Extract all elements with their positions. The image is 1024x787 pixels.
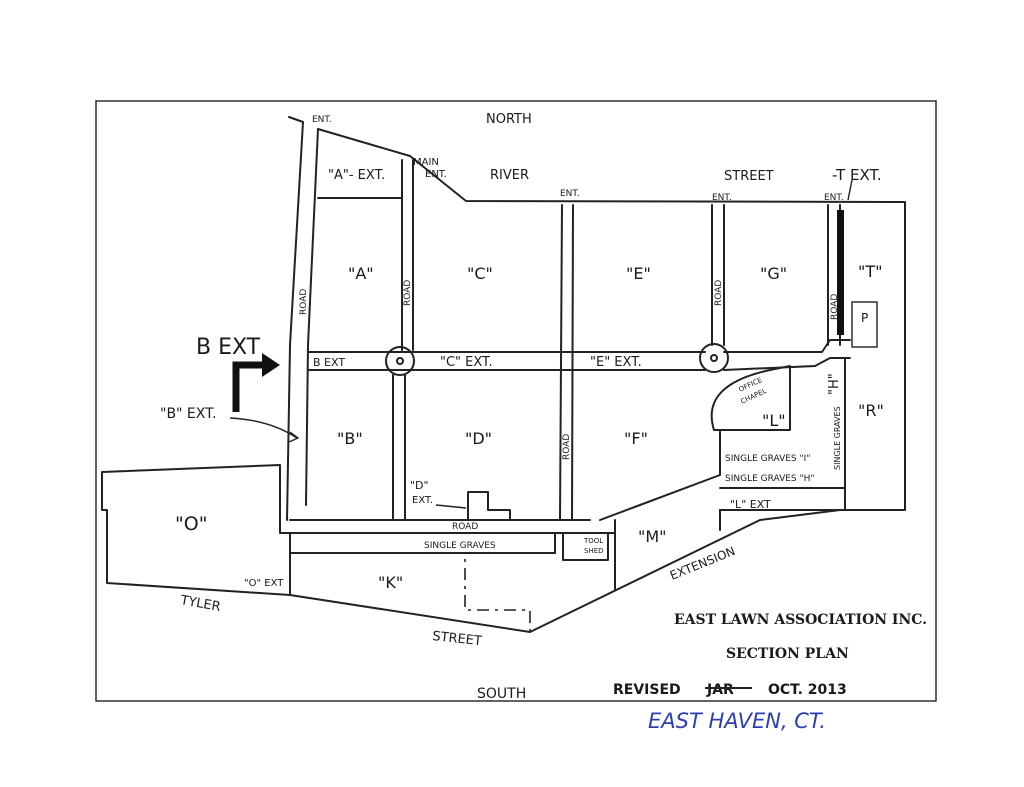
o-ext-label: "O" EXT	[244, 578, 284, 589]
street-top-label: STREET	[724, 169, 774, 184]
tyler-label: TYLER	[178, 593, 221, 615]
road-3-right	[571, 204, 574, 521]
k-dashed-boundary	[318, 552, 531, 632]
b-ext-row-label: B EXT	[313, 356, 345, 369]
section-o-label: "O"	[175, 513, 207, 535]
revised-prefix: REVISED	[613, 682, 681, 698]
b-ext-arrow-shaft	[232, 361, 268, 412]
road-bottom-label: ROAD	[452, 522, 478, 532]
t-ext-pointer	[847, 179, 853, 201]
single-graves-h-label: SINGLE GRAVES "H"	[725, 474, 815, 484]
north-boundary	[317, 128, 906, 511]
street-bottom-label: STREET	[432, 629, 483, 649]
extension-label: EXTENSION	[668, 544, 737, 583]
section-c-label: "C"	[467, 264, 493, 283]
road-3-left	[559, 204, 563, 521]
ext-road-east-top	[723, 339, 851, 353]
single-graves-i-label: SINGLE GRAVES "I"	[725, 454, 810, 464]
ent-g-label: ENT.	[712, 193, 732, 203]
d-ext-label-1: "D"	[410, 479, 429, 492]
section-r-label: "R"	[858, 401, 884, 420]
b-ext-arrow-head	[262, 353, 280, 377]
road-label-4: ROAD	[714, 280, 724, 306]
d-ext-building	[467, 491, 511, 521]
section-k-label: "K"	[378, 573, 403, 592]
e-ext-label: "E" EXT.	[590, 355, 642, 370]
b-ext-handwritten: B EXT	[196, 335, 261, 360]
section-a-label: "A"	[348, 264, 374, 283]
south-label: SOUTH	[477, 686, 526, 702]
c-ext-label: "C" EXT.	[440, 355, 493, 370]
location-label: EAST HAVEN, CT.	[648, 709, 826, 733]
section-f-label: "F"	[624, 429, 648, 448]
tool-shed-label-2: SHED	[584, 547, 604, 555]
section-l-boundary	[710, 365, 791, 431]
section-h-label: "H"	[827, 373, 842, 395]
section-t-ext-label: -T EXT.	[832, 166, 882, 184]
single-graves-vertical-label: SINGLE GRAVES	[833, 406, 842, 470]
road-label-1: ROAD	[299, 289, 309, 315]
section-t-label: "T"	[858, 262, 883, 281]
title-line-1: EAST LAWN ASSOCIATION INC.	[674, 612, 927, 628]
revised-date: OCT. 2013	[768, 682, 847, 698]
f-diagonal-border	[599, 429, 721, 521]
ent-t-label: ENT.	[824, 193, 844, 203]
d-ext-arrow	[435, 504, 467, 509]
section-e-label: "E"	[626, 264, 651, 283]
ent-a-label: ENT.	[312, 115, 332, 125]
section-l-label: "L"	[762, 411, 786, 430]
section-g-label: "G"	[760, 264, 787, 283]
l-ext-label: "L" EXT	[730, 498, 771, 511]
roundabout-west	[385, 346, 415, 376]
section-a-ext-label: "A"- EXT.	[328, 168, 385, 183]
ext-road-east-bottom	[723, 357, 851, 371]
t-ext-strip	[837, 210, 844, 335]
roundabout-east-center	[710, 354, 718, 362]
map-border	[95, 100, 937, 702]
b-ext-label: "B" EXT.	[160, 406, 216, 422]
single-graves-strip	[289, 532, 556, 554]
section-b-label: "B"	[337, 429, 363, 448]
road-label-3: ROAD	[562, 434, 572, 460]
section-m-label: "M"	[638, 527, 667, 546]
north-label: NORTH	[486, 112, 532, 127]
main-ent-label-2: ENT.	[425, 169, 447, 180]
p-box	[851, 301, 878, 348]
left-road-edge-inner	[305, 128, 319, 506]
o-section-boundary	[101, 464, 291, 596]
section-p-label: P	[861, 311, 868, 325]
left-road-edge-outer	[286, 116, 304, 521]
d-ext-label-2: EXT.	[412, 495, 433, 506]
title-line-2: SECTION PLAN	[726, 646, 849, 662]
road-label-5: ROAD	[830, 294, 840, 320]
revised-struck: JAR	[706, 682, 734, 698]
roundabout-east	[699, 343, 729, 373]
section-d-label: "D"	[465, 429, 492, 448]
river-label: RIVER	[490, 168, 529, 183]
b-ext-pointer-head	[288, 431, 300, 443]
road-label-2: ROAD	[403, 280, 413, 306]
ent-e-label: ENT.	[560, 189, 580, 199]
tool-shed-box	[562, 532, 609, 561]
b-ext-pointer	[229, 417, 298, 439]
single-graves-label: SINGLE GRAVES	[424, 541, 496, 551]
roundabout-west-center	[396, 357, 404, 365]
main-ent-label-1: MAIN	[413, 157, 439, 168]
tool-shed-label-1: TOOL	[583, 537, 603, 545]
